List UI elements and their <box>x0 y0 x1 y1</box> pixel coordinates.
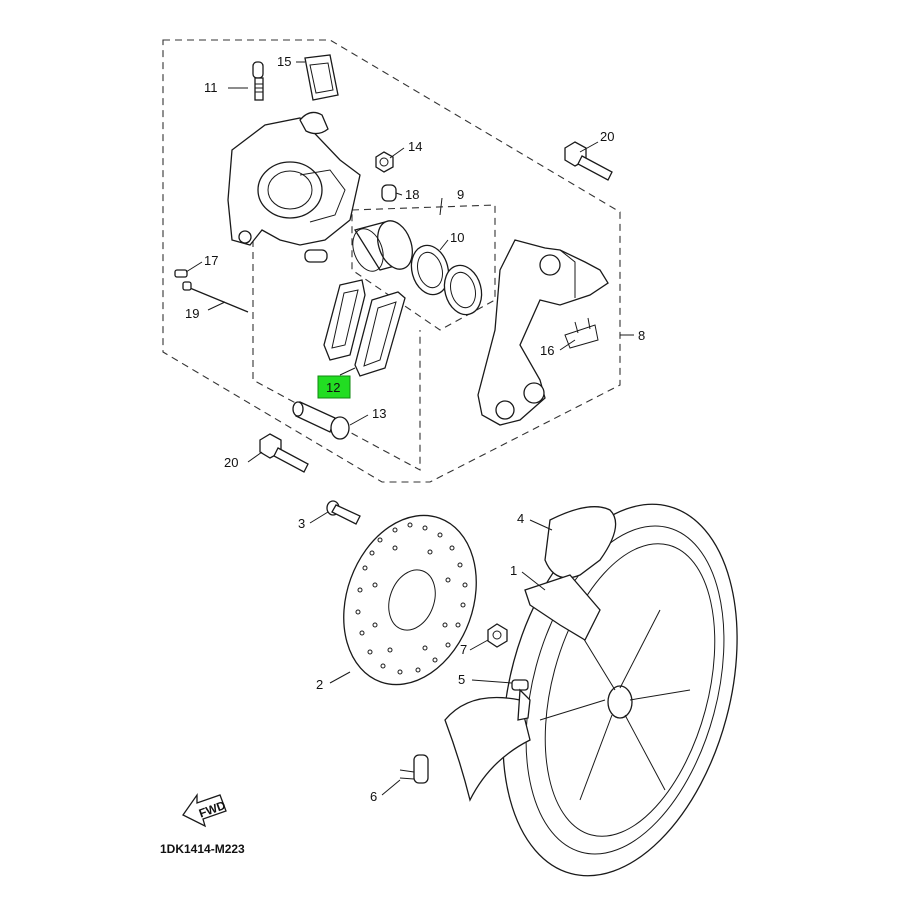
callout-1: 1 <box>510 563 517 578</box>
callout-11: 11 <box>204 80 218 95</box>
part-3-disc-bolt[interactable] <box>326 500 361 525</box>
part-4-fender[interactable] <box>544 506 617 579</box>
callout-5: 5 <box>458 672 465 687</box>
leader-lines <box>185 61 634 796</box>
part-19-pin[interactable] <box>182 281 249 313</box>
callout-6: 6 <box>370 789 377 804</box>
part-13-sleeve[interactable] <box>292 401 350 440</box>
callout-2: 2 <box>316 677 323 692</box>
part-12-highlight <box>317 375 351 399</box>
part-20-bolt-lower[interactable] <box>259 433 309 473</box>
part-16-pad-spring[interactable] <box>564 317 599 349</box>
part-5-sensor[interactable] <box>511 679 531 721</box>
part-1-bracket[interactable] <box>524 574 601 641</box>
diagram-code: 1DK1414-M223 <box>160 842 245 856</box>
part-12-brake-pads[interactable] <box>323 279 406 377</box>
callout-8: 8 <box>638 328 645 343</box>
callout-3: 3 <box>298 516 305 531</box>
callout-20-lower: 20 <box>224 455 238 470</box>
callout-16: 16 <box>540 343 554 358</box>
callout-4: 4 <box>517 511 524 526</box>
callout-15: 15 <box>277 54 291 69</box>
callout-labels: 15 11 14 18 9 10 20 17 19 16 8 12 13 20 … <box>185 54 645 804</box>
callout-14: 14 <box>408 139 422 154</box>
callout-10: 10 <box>450 230 464 245</box>
part-20-bolt-upper[interactable] <box>564 141 613 181</box>
part-15-seal[interactable] <box>304 54 339 101</box>
part-8-caliper-bracket[interactable] <box>477 239 609 426</box>
callout-19: 19 <box>185 306 199 321</box>
part-18-plug[interactable] <box>381 184 397 202</box>
callout-18: 18 <box>405 187 419 202</box>
callout-20-upper: 20 <box>600 129 614 144</box>
part-17-clip[interactable] <box>174 269 188 278</box>
callout-12: 12 <box>326 380 340 395</box>
part-6-clip[interactable] <box>399 754 429 784</box>
callout-17: 17 <box>204 253 218 268</box>
part-7-nut[interactable] <box>487 623 508 648</box>
caliper-body[interactable] <box>227 111 361 263</box>
caliper-assembly-outline <box>162 39 621 483</box>
callout-13: 13 <box>372 406 386 421</box>
part-10-piston-seals[interactable] <box>406 241 487 319</box>
fwd-arrow-icon: FWD <box>182 792 228 828</box>
part-11-bleed-screw[interactable] <box>252 61 264 101</box>
part-14-nut[interactable] <box>375 151 394 173</box>
part-9-piston[interactable] <box>347 216 418 275</box>
callout-9: 9 <box>457 187 464 202</box>
part-2-brake-disc[interactable] <box>321 497 499 704</box>
callout-7: 7 <box>460 642 467 657</box>
